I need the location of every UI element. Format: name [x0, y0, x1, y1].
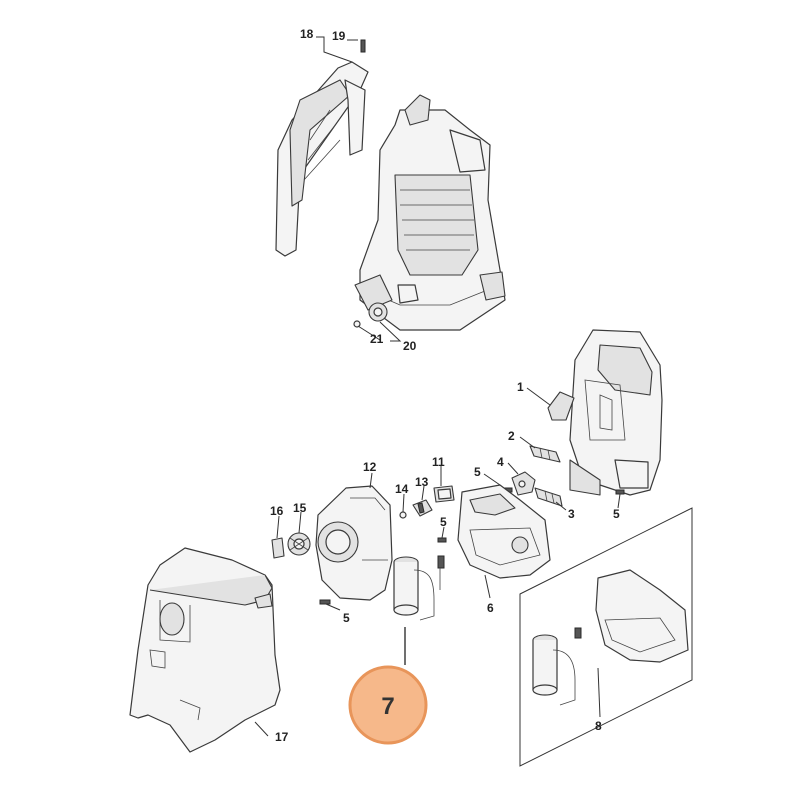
callout-6: 6 — [487, 601, 494, 615]
callout-1: 1 — [517, 380, 524, 394]
callout-4: 4 — [497, 455, 504, 469]
part-8-kit-box — [519, 507, 693, 767]
part-17-front-cover — [129, 547, 281, 753]
highlight-callout-7: 7 — [348, 665, 428, 745]
highlight-number: 7 — [381, 693, 394, 720]
callout-21: 21 — [370, 332, 384, 346]
part-13-terminal — [412, 499, 433, 517]
callout-8: 8 — [595, 719, 602, 733]
part-20-fitting — [368, 302, 388, 322]
callout-16: 16 — [270, 504, 284, 518]
callout-20: 20 — [403, 339, 417, 353]
part-1-control-housing — [569, 329, 663, 496]
callout-17: 17 — [275, 730, 289, 744]
part-5-screw-b — [615, 489, 625, 495]
part-pump-motor-assembly — [354, 94, 506, 331]
part-11-switch-button — [433, 485, 455, 503]
part-5-screw-d — [319, 599, 331, 605]
part-1-lever — [547, 391, 575, 421]
callout-2: 2 — [508, 429, 515, 443]
part-14-washer — [399, 511, 407, 519]
callout-5-c: 5 — [440, 515, 447, 529]
callout-3: 3 — [568, 507, 575, 521]
leader-lines — [254, 36, 621, 737]
part-3-brush — [534, 487, 563, 507]
part-5-screw-c — [437, 537, 447, 543]
callout-13: 13 — [415, 475, 429, 489]
callout-18: 18 — [300, 27, 314, 41]
part-2-brush — [529, 445, 561, 463]
callout-5-b: 5 — [613, 507, 620, 521]
callout-15: 15 — [293, 501, 307, 515]
part-7-capacitor — [393, 555, 445, 621]
part-16-knob — [271, 537, 285, 559]
part-6-switch-housing — [457, 484, 551, 579]
callout-12: 12 — [363, 460, 377, 474]
highlight-circle — [348, 665, 428, 745]
part-18-handle — [275, 61, 369, 257]
callout-14: 14 — [395, 482, 409, 496]
part-4-contact — [511, 471, 536, 496]
part-21-o-ring — [353, 320, 361, 328]
callout-11: 11 — [432, 455, 445, 469]
part-12-fan-cover — [315, 485, 393, 601]
callout-19: 19 — [332, 29, 346, 43]
part-19-screw — [360, 39, 366, 53]
callout-5-a: 5 — [474, 465, 481, 479]
callout-5-d: 5 — [343, 611, 350, 625]
part-15-fan-wheel — [287, 532, 311, 556]
